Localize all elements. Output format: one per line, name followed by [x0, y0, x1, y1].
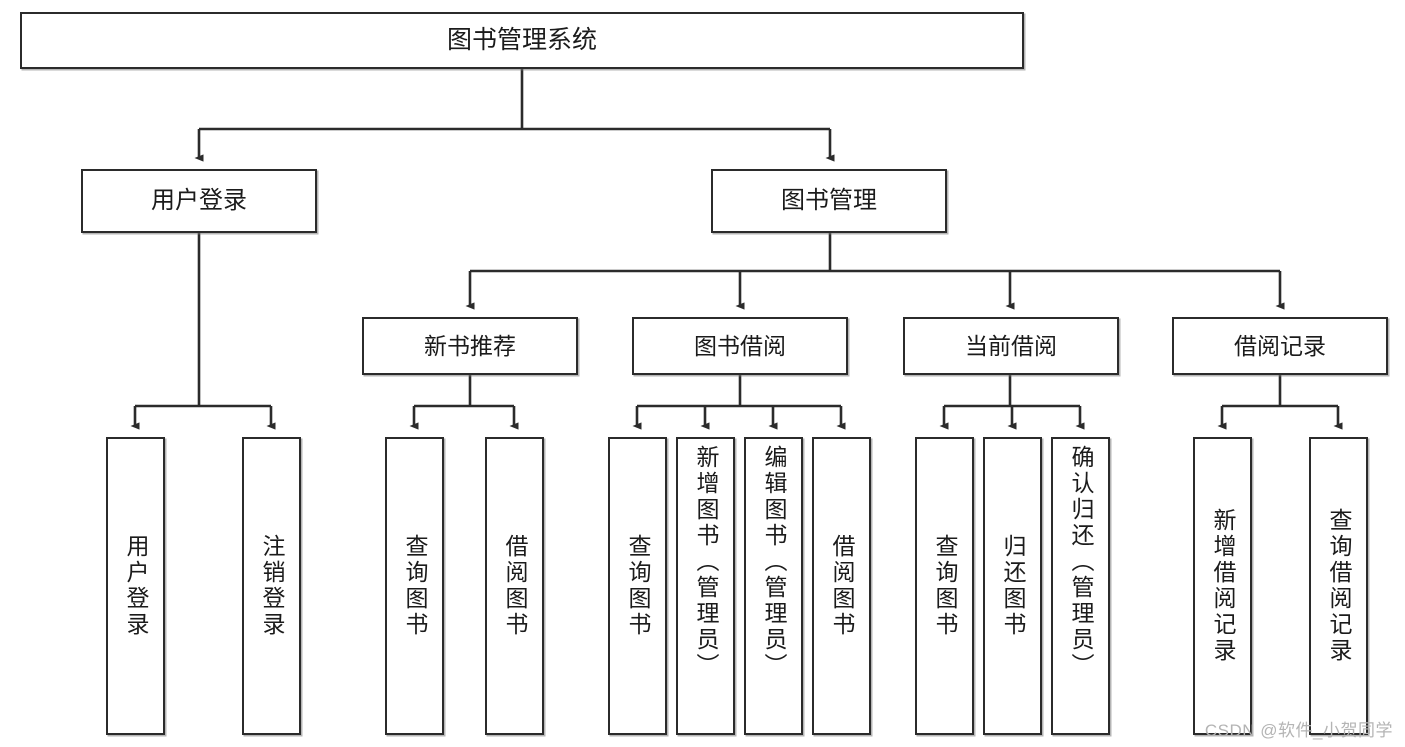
- edge-book-manage-to-level3: [465, 233, 1285, 310]
- edge-new-book-rec-to-leaves: [409, 375, 519, 430]
- leaf-borrow-record-add[interactable]: 新增借阅记录: [1193, 437, 1252, 735]
- leaf-current-borrow-confirm-return-label: 确认归还（管理员）: [1068, 445, 1094, 679]
- leaf-borrow-record-query-label: 查询借阅记录: [1326, 508, 1352, 664]
- edge-book-borrow-to-leaves: [632, 375, 846, 430]
- leaf-current-borrow-confirm-return[interactable]: 确认归还（管理员）: [1051, 437, 1110, 735]
- edge-current-borrow-to-leaves: [939, 375, 1085, 430]
- node-new-book-recommend-label: 新书推荐: [424, 332, 516, 359]
- leaf-book-borrow-query-label: 查询图书: [625, 534, 651, 638]
- leaf-user-login-login[interactable]: 用户登录: [106, 437, 165, 735]
- node-root[interactable]: 图书管理系统: [20, 12, 1024, 69]
- leaf-book-borrow-edit[interactable]: 编辑图书（管理员）: [744, 437, 803, 735]
- node-current-borrow-label: 当前借阅: [965, 332, 1057, 359]
- leaf-book-borrow-add[interactable]: 新增图书（管理员）: [676, 437, 735, 735]
- leaf-new-book-borrow[interactable]: 借阅图书: [485, 437, 544, 735]
- node-borrow-record[interactable]: 借阅记录: [1172, 317, 1388, 375]
- leaf-book-borrow-borrow-label: 借阅图书: [829, 534, 855, 638]
- node-current-borrow[interactable]: 当前借阅: [903, 317, 1119, 375]
- edge-borrow-record-to-leaves: [1217, 375, 1343, 430]
- leaf-book-borrow-add-label: 新增图书（管理员）: [693, 445, 719, 679]
- leaf-user-login-logout[interactable]: 注销登录: [242, 437, 301, 735]
- leaf-current-borrow-query[interactable]: 查询图书: [915, 437, 974, 735]
- edge-user-login-to-leaves: [130, 233, 276, 430]
- leaf-current-borrow-return[interactable]: 归还图书: [983, 437, 1042, 735]
- edge-root-to-level2: [194, 69, 835, 162]
- leaf-user-login-login-label: 用户登录: [123, 534, 149, 638]
- leaf-book-borrow-query[interactable]: 查询图书: [608, 437, 667, 735]
- csdn-watermark: CSDN @软件_小贺同学: [1204, 721, 1393, 740]
- node-user-login[interactable]: 用户登录: [81, 169, 317, 233]
- leaf-new-book-query[interactable]: 查询图书: [385, 437, 444, 735]
- leaf-current-borrow-return-label: 归还图书: [1000, 534, 1026, 638]
- node-book-manage-label: 图书管理: [781, 187, 877, 215]
- leaf-book-borrow-edit-label: 编辑图书（管理员）: [761, 445, 787, 679]
- node-new-book-recommend[interactable]: 新书推荐: [362, 317, 578, 375]
- leaf-new-book-query-label: 查询图书: [402, 534, 428, 638]
- leaf-user-login-logout-label: 注销登录: [259, 534, 285, 638]
- node-root-label: 图书管理系统: [446, 26, 597, 54]
- leaf-new-book-borrow-label: 借阅图书: [502, 534, 528, 638]
- leaf-borrow-record-query[interactable]: 查询借阅记录: [1309, 437, 1368, 735]
- node-book-manage[interactable]: 图书管理: [711, 169, 947, 233]
- node-book-borrow[interactable]: 图书借阅: [632, 317, 848, 375]
- leaf-current-borrow-query-label: 查询图书: [932, 534, 958, 638]
- node-borrow-record-label: 借阅记录: [1234, 332, 1326, 359]
- node-user-login-label: 用户登录: [151, 187, 247, 215]
- node-book-borrow-label: 图书借阅: [694, 332, 786, 359]
- leaf-borrow-record-add-label: 新增借阅记录: [1210, 508, 1236, 664]
- leaf-book-borrow-borrow[interactable]: 借阅图书: [812, 437, 871, 735]
